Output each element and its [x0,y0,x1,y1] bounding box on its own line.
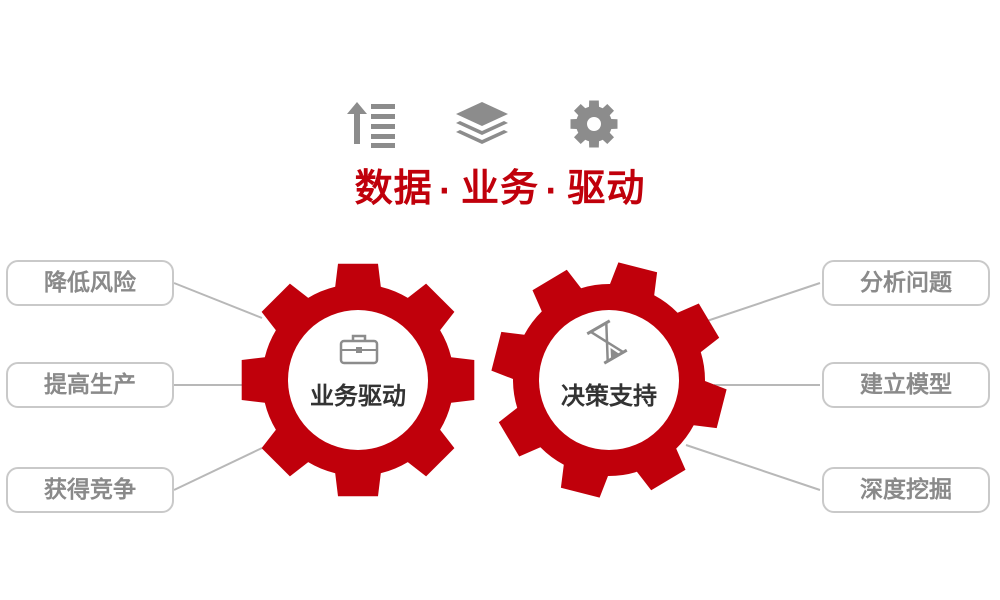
right-item-deep-mining: 深度挖掘 [822,467,990,513]
gear-left-label: 业务驱动 [310,382,406,410]
briefcase-icon [339,333,379,365]
title-separator: · [545,174,558,209]
connector-line [173,282,263,319]
page-title: 数据·业务·驱动 [0,160,1000,216]
gear-right-hub [539,310,679,450]
right-item-build-model: 建立模型 [822,362,990,408]
gear-icon-hole [587,117,601,131]
title-word-data: 数据 [354,166,433,210]
gear-icon [566,98,622,150]
title-separator: · [438,174,451,209]
right-item-analyze-problem: 分析问题 [822,260,990,306]
left-item-improve-production: 提高生产 [6,362,174,408]
title-word-driven: 驱动 [567,166,646,210]
connector-line [173,447,263,491]
hourglass-icon [586,319,628,365]
left-item-reduce-risk: 降低风险 [6,260,174,306]
list-ordered-icon [345,98,401,150]
title-word-business: 业务 [460,166,539,210]
layers-icon [454,98,510,150]
connector-line [685,444,821,491]
left-item-gain-competition: 获得竞争 [6,467,174,513]
gear-right-label: 决策支持 [561,382,657,410]
gear-left-hub [288,310,428,450]
